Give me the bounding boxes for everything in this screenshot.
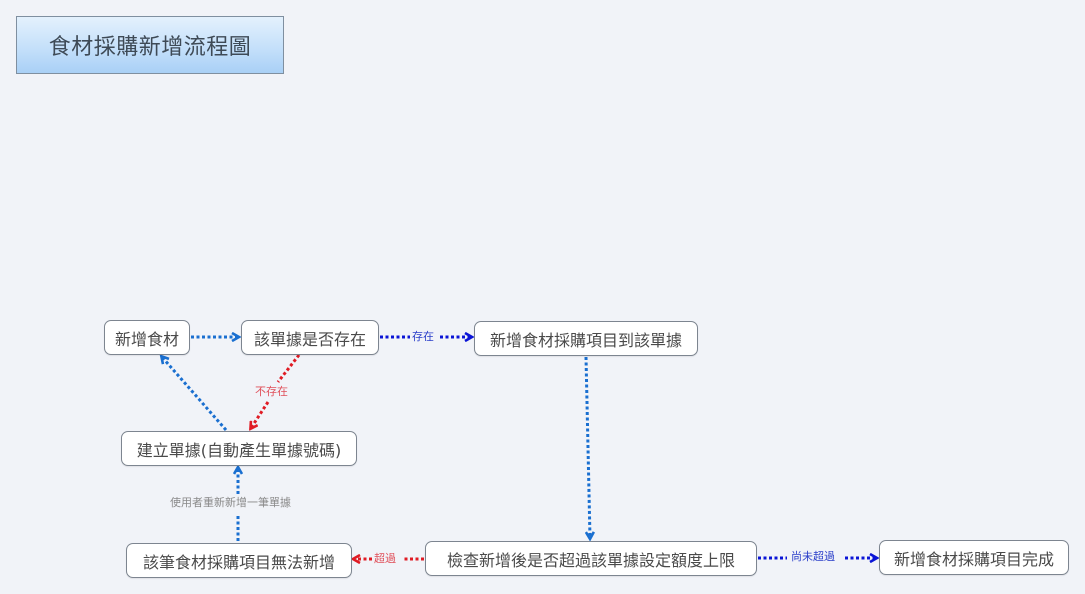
edge-label-exceed: 超過 [374, 552, 396, 565]
edge-create-to-add [162, 357, 228, 431]
edge-label-not-exceed: 尚未超過 [791, 550, 835, 563]
edge-not-exists-top [276, 354, 301, 383]
edge-label-retry: 使用者重新新增一筆單據 [170, 496, 291, 509]
node-check-limit[interactable]: 檢查新增後是否超過該單據設定額度上限 [425, 541, 757, 576]
edge-item-to-check-limit [584, 356, 590, 538]
edge-label-exists: 存在 [412, 330, 434, 343]
node-add-item-to-order[interactable]: 新增食材採購項目到該單據 [474, 321, 698, 356]
edge-not-exists-bottom [251, 401, 270, 428]
edge-label-not-exists: 不存在 [255, 385, 288, 398]
node-add-ingredient[interactable]: 新增食材 [104, 320, 190, 355]
node-create-order[interactable]: 建立單據(自動產生單據號碼) [121, 431, 357, 466]
node-item-cannot-add[interactable]: 該筆食材採購項目無法新增 [126, 543, 352, 578]
diagram-title: 食材採購新增流程圖 [16, 16, 284, 74]
node-check-order-exists[interactable]: 該單據是否存在 [241, 320, 379, 355]
node-add-complete[interactable]: 新增食材採購項目完成 [879, 540, 1069, 575]
